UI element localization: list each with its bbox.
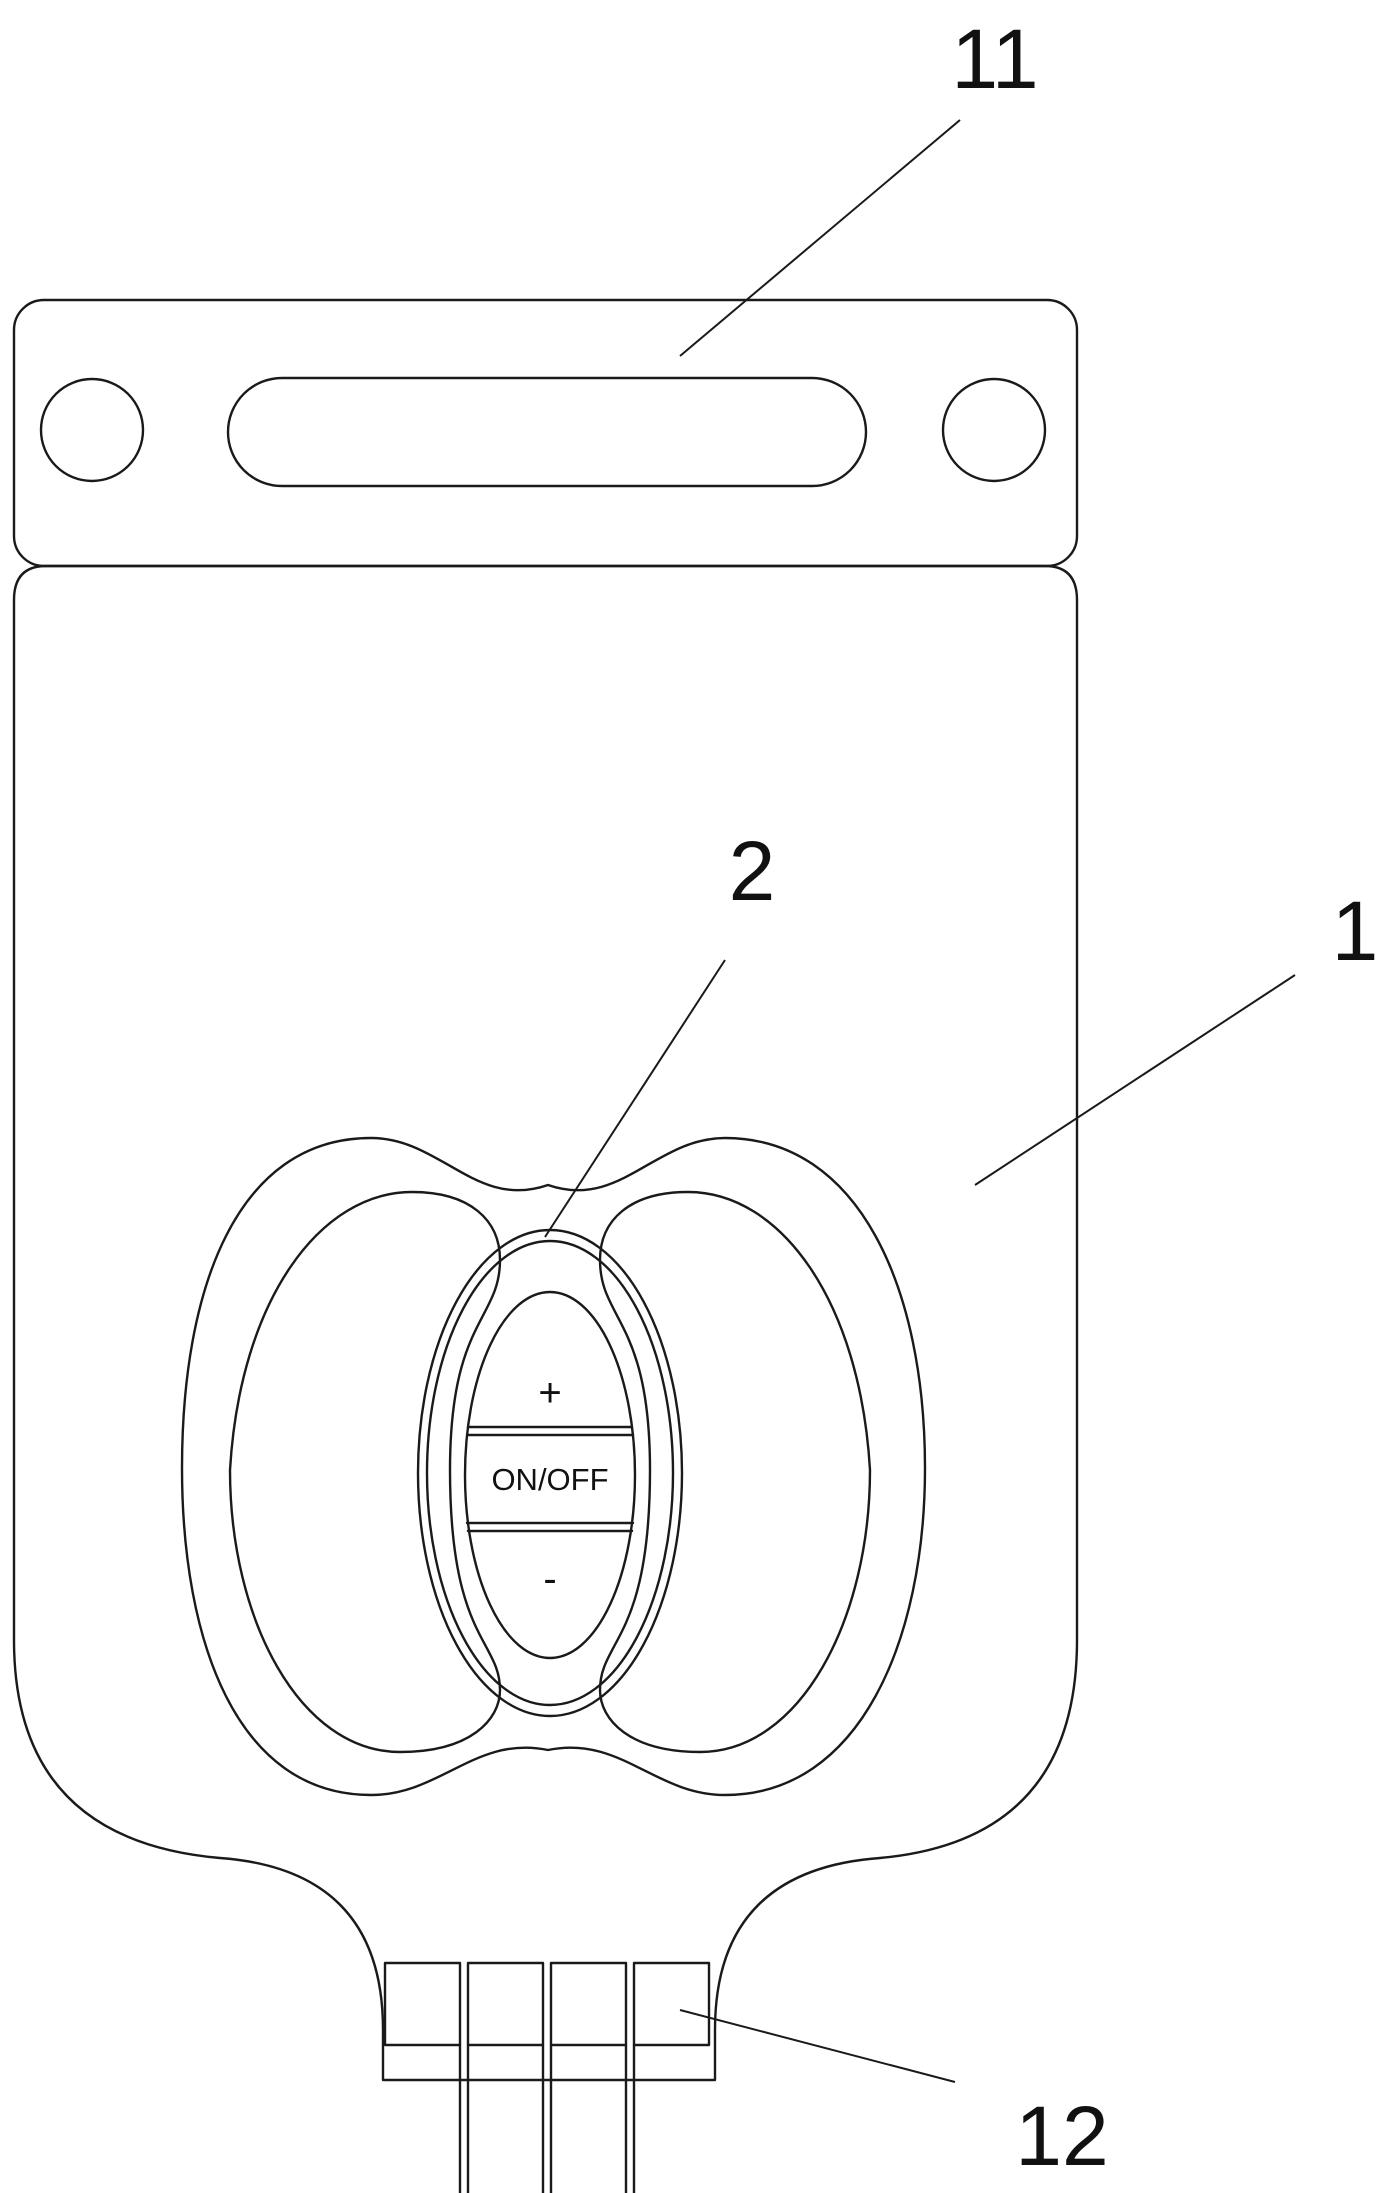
leader-line-12 (679, 2009, 956, 2083)
leader-line-11 (679, 119, 961, 357)
reference-label-body: 1 (1332, 884, 1379, 978)
control-buttons: + ON/OFF - (463, 1290, 637, 1660)
connector-pin-4 (632, 1961, 711, 2047)
minus-button[interactable]: - (543, 1557, 556, 1601)
connector-block (383, 1961, 711, 2193)
strap-hole-left (39, 377, 145, 483)
strap-outline (12, 298, 1079, 568)
plus-button[interactable]: + (538, 1371, 561, 1415)
leader-line-2 (544, 959, 726, 1238)
connector-pin-3 (549, 1961, 628, 2047)
strap-band (12, 298, 1079, 568)
strap-hole-right (941, 377, 1047, 483)
minus-button-label: - (543, 1557, 556, 1601)
button-inner-ring (425, 1239, 675, 1707)
right-electrode-pad (598, 1190, 872, 1754)
power-button-label: ON/OFF (491, 1462, 608, 1497)
left-electrode-pad (228, 1190, 502, 1754)
reference-label-control-panel: 2 (729, 824, 776, 918)
connector-pin-2 (466, 1961, 545, 2047)
leader-line-1 (974, 974, 1296, 1186)
reference-label-electrodes: 12 (1015, 2089, 1108, 2183)
control-panel: + ON/OFF - (180, 1136, 927, 1797)
plus-button-label: + (538, 1371, 561, 1415)
connector-pin-1 (383, 1961, 462, 2047)
control-panel-outline (180, 1136, 927, 1797)
strap-slot (226, 376, 868, 488)
device-body-outline (12, 564, 1079, 2082)
power-button[interactable]: ON/OFF (491, 1462, 608, 1497)
button-housing (463, 1290, 637, 1660)
reference-label-strap: 11 (951, 12, 1038, 106)
